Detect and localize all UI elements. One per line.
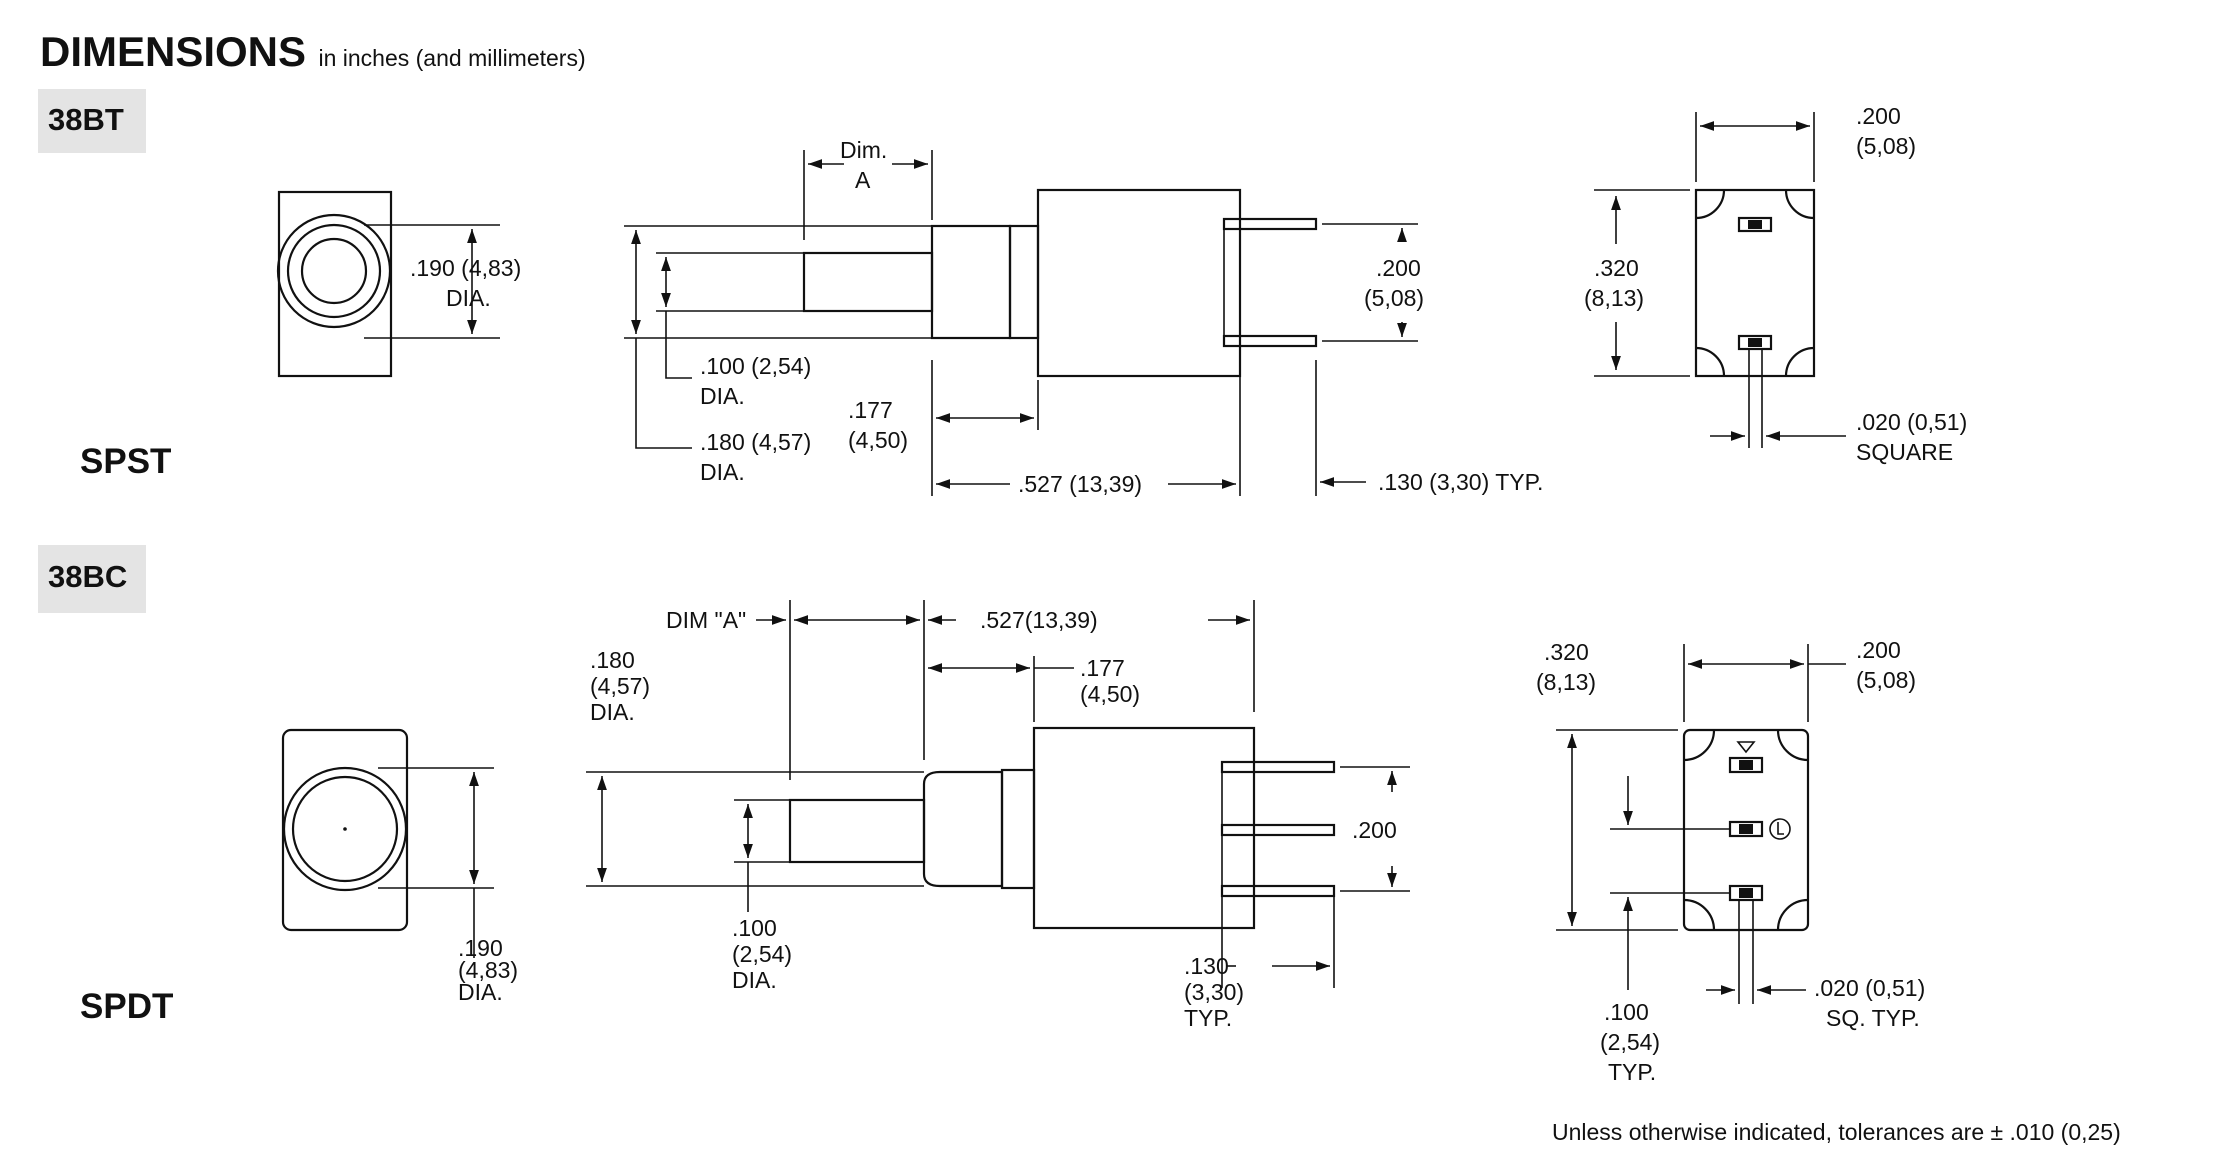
spst-rear-terminal: .020 (0,51) bbox=[1856, 409, 1967, 435]
spst-terminal-top bbox=[1222, 217, 1318, 231]
spdt-bushing-length: .177 bbox=[1080, 655, 1125, 681]
spst-bushing bbox=[930, 224, 1012, 340]
spst-small-dia: .100 (2,54) bbox=[700, 353, 811, 379]
tolerance-note: Unless otherwise indicated, tolerances a… bbox=[1552, 1119, 2121, 1145]
spdt-body-length: .527(13,39) bbox=[980, 607, 1098, 633]
type-label-spst: SPST bbox=[80, 442, 171, 481]
type-label-spdt: SPDT bbox=[80, 987, 173, 1026]
spdt-rear-pitch-typ: TYP. bbox=[1608, 1059, 1656, 1085]
spdt-side-view: .180 (4,57) DIA. .100 (2,54) DIA. DIM "A… bbox=[586, 600, 1410, 1031]
spst-body bbox=[1036, 188, 1242, 378]
spdt-body bbox=[1032, 726, 1256, 930]
spst-large-dia: .180 (4,57) bbox=[700, 429, 811, 455]
spdt-rear-width-mm: (5,08) bbox=[1856, 667, 1916, 693]
spdt-rear-height: .320 bbox=[1544, 639, 1589, 665]
spdt-terminal-length-typ: TYP. bbox=[1184, 1005, 1232, 1031]
spdt-front-view: .190 (4,83) DIA. bbox=[281, 728, 518, 1005]
spdt-terminal-1 bbox=[1220, 760, 1336, 774]
spdt-large-dia-mm: (4,57) bbox=[590, 673, 650, 699]
spdt-dim-a: DIM "A" bbox=[666, 607, 746, 633]
spdt-large-dia-suffix: DIA. bbox=[590, 699, 635, 725]
spst-body-length: .527 (13,39) bbox=[1018, 471, 1142, 497]
spst-front-view: .190 (4,83) DIA. bbox=[276, 190, 521, 378]
spst-terminal-spacing-mm: (5,08) bbox=[1364, 285, 1424, 311]
triangle-icon bbox=[1736, 741, 1756, 754]
spst-rear-terminal-shape: SQUARE bbox=[1856, 439, 1953, 465]
spdt-rear-terminal-shape: SQ. TYP. bbox=[1826, 1005, 1920, 1031]
section-38bt: 38BT SPST .190 (4,83) DIA. bbox=[38, 89, 1967, 497]
spst-actuator bbox=[802, 251, 934, 313]
spst-nut bbox=[1008, 224, 1040, 340]
spst-rear-width-mm: (5,08) bbox=[1856, 133, 1916, 159]
spst-terminal-bottom bbox=[1222, 334, 1318, 348]
model-tag-38bt: 38BT bbox=[48, 102, 124, 137]
spst-side-view: .100 (2,54) DIA. .180 (4,57) DIA. Dim. A… bbox=[624, 137, 1543, 497]
spst-rear-height: .320 bbox=[1594, 255, 1639, 281]
spst-rear-height-mm: (8,13) bbox=[1584, 285, 1644, 311]
spdt-rear-width: .200 bbox=[1856, 637, 1901, 663]
spdt-actuator bbox=[788, 798, 926, 864]
spdt-bushing bbox=[922, 770, 1004, 888]
spst-front-dia-suffix: DIA. bbox=[446, 285, 491, 311]
spdt-rear-view: .320 (8,13) .200 (5,08) .100 (2,54) TYP.… bbox=[1536, 637, 1925, 1085]
spst-bushing-length-mm: (4,50) bbox=[848, 427, 908, 453]
model-tag-box bbox=[38, 89, 146, 153]
spdt-small-dia-suffix: DIA. bbox=[732, 967, 777, 993]
spdt-terminal-length: .130 bbox=[1184, 953, 1229, 979]
spdt-rear-pitch-mm: (2,54) bbox=[1600, 1029, 1660, 1055]
page-title: DIMENSIONS in inches (and millimeters) bbox=[40, 28, 586, 75]
spst-terminal-length: .130 (3,30) TYP. bbox=[1378, 469, 1543, 495]
model-tag-38bc: 38BC bbox=[48, 559, 127, 594]
spdt-bushing-length-mm: (4,50) bbox=[1080, 681, 1140, 707]
spst-bushing-length: .177 bbox=[848, 397, 893, 423]
spdt-terminal-3 bbox=[1220, 884, 1336, 898]
spdt-nut bbox=[1000, 768, 1036, 890]
spst-dim-a-label: Dim. bbox=[840, 137, 887, 163]
spdt-rear-terminal: .020 (0,51) bbox=[1814, 975, 1925, 1001]
section-38bc: 38BC SPDT .190 (4,83) DIA. bbox=[38, 545, 1925, 1085]
spst-dim-a-letter: A bbox=[855, 167, 871, 193]
spdt-front-dia-mm: (4,83) bbox=[458, 957, 518, 983]
spdt-rear-height-mm: (8,13) bbox=[1536, 669, 1596, 695]
spdt-terminal-length-mm: (3,30) bbox=[1184, 979, 1244, 1005]
spst-small-dia-suffix: DIA. bbox=[700, 383, 745, 409]
model-tag-box bbox=[38, 545, 146, 613]
spst-large-dia-suffix: DIA. bbox=[700, 459, 745, 485]
spdt-terminal-2 bbox=[1220, 823, 1336, 837]
spdt-front-dia-suffix: DIA. bbox=[458, 979, 503, 1005]
spst-terminal-spacing: .200 bbox=[1376, 255, 1421, 281]
common-terminal-icon bbox=[1769, 818, 1791, 840]
spdt-front-dia: .190 bbox=[458, 935, 503, 961]
spdt-terminal-spacing: .200 bbox=[1352, 817, 1397, 843]
spdt-small-dia: .100 bbox=[732, 915, 777, 941]
spdt-rear-pitch: .100 bbox=[1604, 999, 1649, 1025]
spdt-small-dia-mm: (2,54) bbox=[732, 941, 792, 967]
page-subtitle: in inches (and millimeters) bbox=[318, 45, 585, 71]
spst-rear-width: .200 bbox=[1856, 103, 1901, 129]
spdt-large-dia: .180 bbox=[590, 647, 635, 673]
spst-front-dia: .190 (4,83) bbox=[410, 255, 521, 281]
spst-rear-view: .200 (5,08) .320 (8,13) .020 (0,51) SQUA… bbox=[1584, 103, 1967, 465]
